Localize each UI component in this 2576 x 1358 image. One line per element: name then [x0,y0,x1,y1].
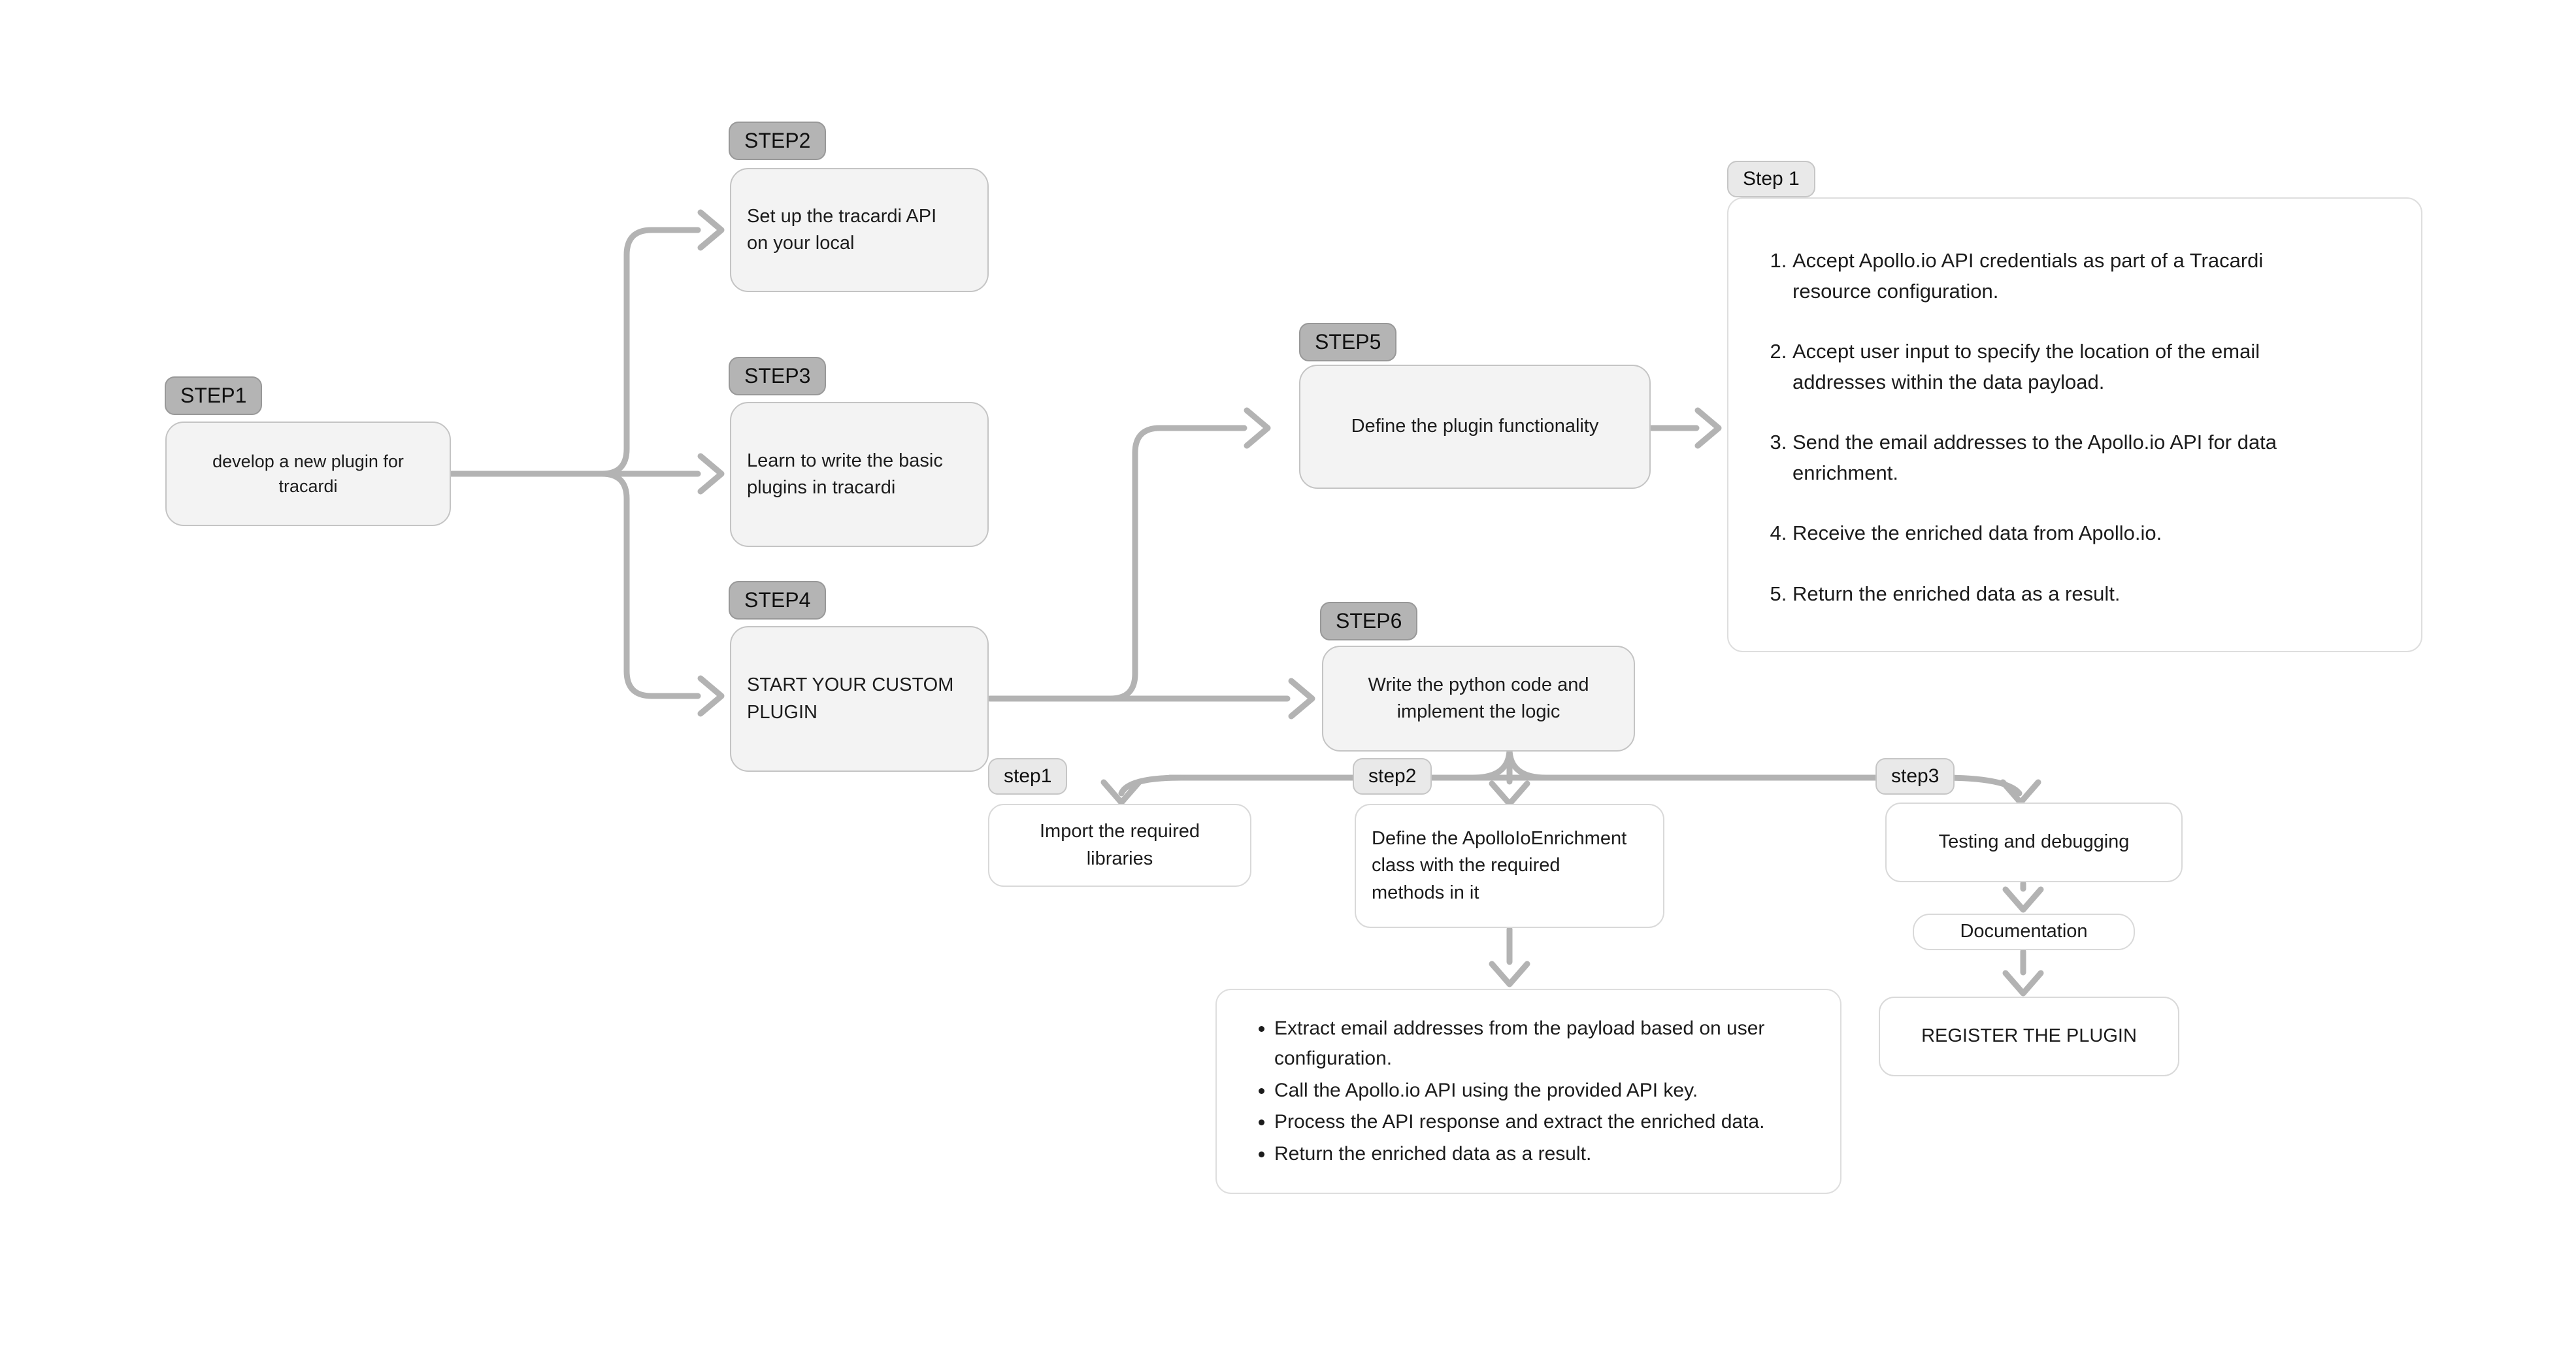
node-develop-plugin[interactable]: develop a new plugin for tracardi [165,422,451,526]
numbered-item: Send the email addresses to the Apollo.i… [1792,427,2385,488]
node-learn-plugins[interactable]: Learn to write the basic plugins in trac… [730,402,989,547]
bullet-item: Call the Apollo.io API using the provide… [1274,1076,1764,1106]
tag-functionality-step1[interactable]: Step 1 [1727,161,1815,197]
arrowhead-step6 [1288,678,1315,720]
arrowhead-step3 [697,453,725,495]
arrowhead-panel [1694,407,1722,449]
hub-fillet-right [1506,746,1549,781]
numbered-item: Return the enriched data as a result. [1792,579,2385,610]
numbered-item: Accept Apollo.io API credentials as part… [1792,246,2385,306]
arrowhead-docs [2002,886,2044,913]
arrowhead-step2 [697,209,725,251]
node-documentation[interactable]: Documentation [1913,914,2135,950]
numbered-item: Receive the enriched data from Apollo.io… [1792,518,2385,549]
node-register-plugin[interactable]: REGISTER THE PLUGIN [1879,997,2179,1076]
node-testing-debugging[interactable]: Testing and debugging [1885,803,2183,882]
arrowhead-substep2 [1489,780,1530,807]
class-details-list: Extract email addresses from the payload… [1247,1012,1764,1171]
tag-step2[interactable]: STEP2 [729,122,827,160]
node-import-libraries[interactable]: Import the required libraries [988,804,1251,887]
edge-root-to-step2 [448,227,701,477]
bullet-item: Return the enriched data as a result. [1274,1139,1764,1170]
tag-code-step2[interactable]: step2 [1353,758,1432,795]
bullet-item: Extract email addresses from the payload… [1274,1014,1764,1074]
node-define-functionality[interactable]: Define the plugin functionality [1299,365,1651,489]
hub-tail-right [1939,774,2023,797]
numbered-item: Accept user input to specify the locatio… [1792,337,2385,397]
node-setup-api[interactable]: Set up the tracardi API on your local [730,168,989,292]
tag-code-step1[interactable]: step1 [988,758,1068,795]
tag-step1[interactable]: STEP1 [165,376,263,415]
functionality-steps-list: Accept Apollo.io API credentials as part… [1762,246,2385,609]
arrowhead-substep1 [1100,779,1142,806]
arrowhead-register [2002,970,2044,997]
node-class-details[interactable]: Extract email addresses from the payload… [1215,989,1841,1194]
edge-step4-to-step5 [987,425,1247,702]
arrowhead-details [1489,961,1530,987]
tag-code-step3[interactable]: step3 [1875,758,1955,795]
tag-step6[interactable]: STEP6 [1320,602,1418,640]
arrowhead-step4 [697,675,725,717]
arrowhead-step5 [1244,407,1271,449]
edge-root-to-step4 [448,471,701,699]
node-write-python-code[interactable]: Write the python code and implement the … [1322,646,1635,752]
node-define-class[interactable]: Define the ApolloIoEnrichment class with… [1355,804,1664,928]
tag-step4[interactable]: STEP4 [729,581,827,620]
hub-fillet-left [1470,746,1513,781]
tag-step5[interactable]: STEP5 [1299,323,1397,361]
bullet-item: Process the API response and extract the… [1274,1107,1764,1138]
node-start-custom-plugin[interactable]: START YOUR CUSTOM PLUGIN [730,626,989,772]
panel-functionality-steps[interactable]: Accept Apollo.io API credentials as part… [1727,197,2422,652]
tag-step3[interactable]: STEP3 [729,357,827,395]
